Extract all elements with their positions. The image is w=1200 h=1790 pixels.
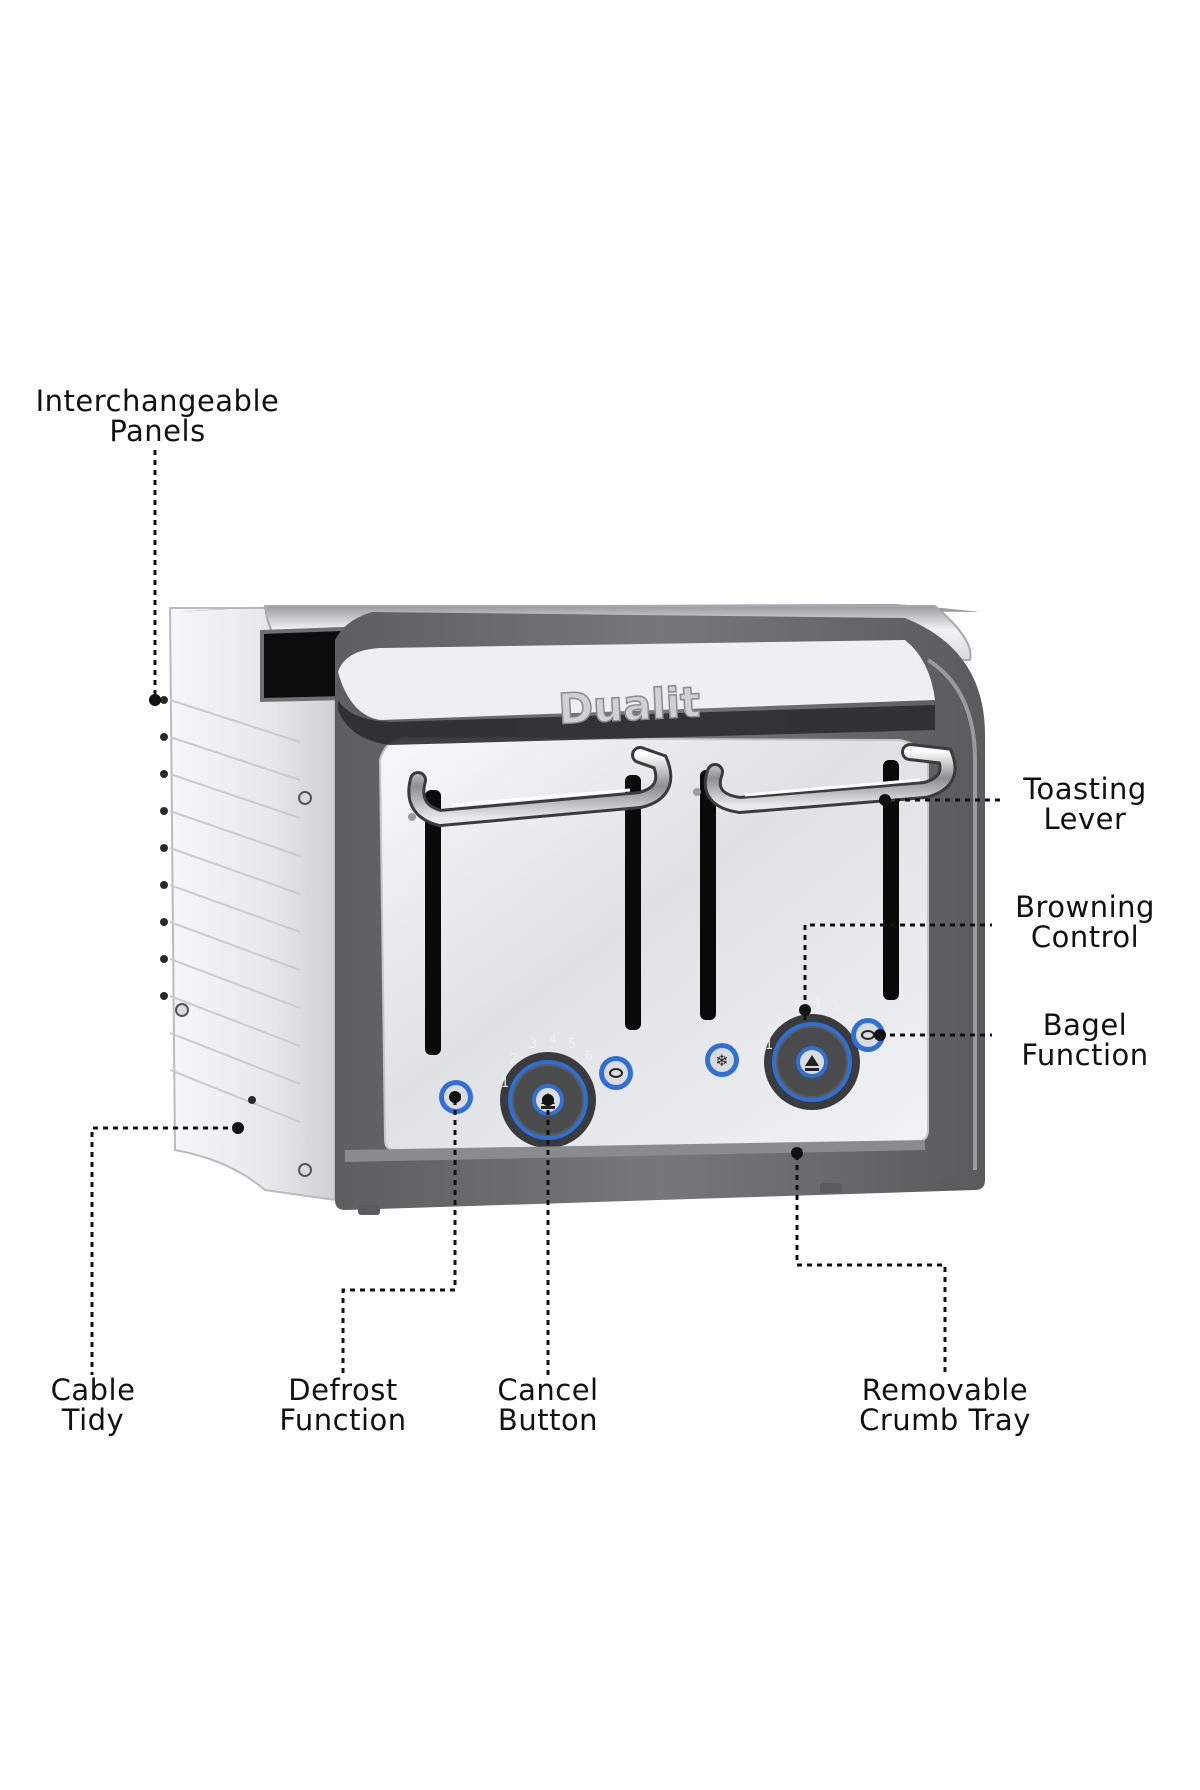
top-band-shade xyxy=(338,700,935,745)
svg-text:3: 3 xyxy=(529,1037,537,1052)
left-toasting-lever xyxy=(407,746,673,828)
panel-rivet xyxy=(693,788,701,796)
svg-text:6: 6 xyxy=(849,1011,857,1026)
svg-text:4: 4 xyxy=(549,1033,557,1048)
crumb-tray-edge xyxy=(345,1140,925,1162)
side-panel xyxy=(168,607,336,1202)
label-toasting-lever: Toasting Lever xyxy=(1023,772,1147,836)
left-dial-numbers: 1 2 3 4 5 6 7 xyxy=(501,1033,602,1091)
svg-text:2: 2 xyxy=(774,1014,782,1029)
svg-text:1: 1 xyxy=(501,1076,509,1091)
svg-text:5: 5 xyxy=(832,999,840,1014)
callout-lines xyxy=(90,450,1000,1375)
right-cancel-button xyxy=(796,1046,828,1078)
label-defrost-function: Defrost Function xyxy=(279,1373,407,1437)
panel-rivet xyxy=(408,813,416,821)
right-bagel-button xyxy=(851,1018,885,1052)
line-browning-control xyxy=(803,923,992,1020)
line-cable-tidy xyxy=(90,1126,238,1375)
side-panel-notches xyxy=(160,696,256,1104)
line-defrost-function xyxy=(341,1100,457,1375)
svg-text:6: 6 xyxy=(585,1049,593,1064)
label-browning-control: Browning Control xyxy=(1015,890,1155,954)
label-cancel-button: Cancel Button xyxy=(497,1373,599,1437)
top-band xyxy=(338,640,935,720)
label-interchangeable-panels: Interchangeable Panels xyxy=(35,384,280,448)
label-removable-crumb-tray: Removable Crumb Tray xyxy=(859,1373,1031,1437)
line-removable-crumb-tray xyxy=(795,1155,947,1375)
callout-dots xyxy=(149,694,891,1159)
svg-text:2: 2 xyxy=(510,1052,518,1067)
label-cable-tidy: Cable Tidy xyxy=(50,1373,136,1437)
toaster-feet xyxy=(358,1180,960,1215)
svg-text:3: 3 xyxy=(793,999,801,1014)
svg-text:4: 4 xyxy=(813,995,821,1010)
right-toasting-lever xyxy=(703,743,957,815)
svg-text:❄: ❄ xyxy=(715,1051,728,1070)
lever-slots xyxy=(425,760,899,1055)
front-frame-highlight xyxy=(926,658,977,1170)
label-bagel-function: Bagel Function xyxy=(1021,1008,1149,1072)
svg-text:1: 1 xyxy=(765,1038,773,1053)
svg-text:5: 5 xyxy=(568,1037,576,1052)
right-defrost-button: ❄ xyxy=(705,1043,739,1077)
side-panel-ribs xyxy=(169,699,301,1123)
brand-logo: Dualit xyxy=(557,677,701,733)
side-panel-screws xyxy=(175,791,312,1177)
left-bagel-button xyxy=(599,1056,633,1090)
svg-text:7: 7 xyxy=(594,1067,602,1082)
